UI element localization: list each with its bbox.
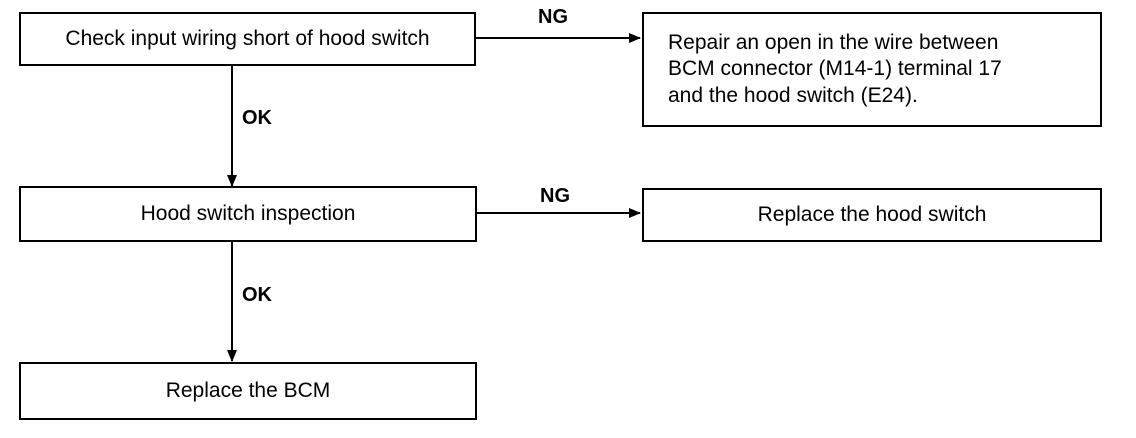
ng-label-1: NG xyxy=(538,6,568,28)
replace-bcm-box: Replace the BCM xyxy=(19,362,477,420)
repair-open-line-1: Repair an open in the wire between xyxy=(668,31,999,55)
check-wiring-text: Check input wiring short of hood switch xyxy=(65,26,430,50)
repair-open-box: Repair an open in the wire between BCM c… xyxy=(642,12,1102,127)
hood-inspection-box: Hood switch inspection xyxy=(19,186,477,242)
check-wiring-box: Check input wiring short of hood switch xyxy=(19,12,476,66)
repair-open-line-2: BCM connector (M14-1) terminal 17 xyxy=(668,57,1002,81)
replace-hood-switch-box: Replace the hood switch xyxy=(642,188,1102,242)
ok-label-2: OK xyxy=(242,284,272,306)
ng-label-2: NG xyxy=(540,185,570,207)
repair-open-line-3: and the hood switch (E24). xyxy=(668,83,918,107)
repair-open-text: Repair an open in the wire between BCM c… xyxy=(668,30,1002,109)
ok-label-1: OK xyxy=(242,107,272,129)
hood-inspection-text: Hood switch inspection xyxy=(140,201,356,225)
replace-bcm-text: Replace the BCM xyxy=(165,378,331,402)
replace-hood-switch-text: Replace the hood switch xyxy=(757,202,987,226)
